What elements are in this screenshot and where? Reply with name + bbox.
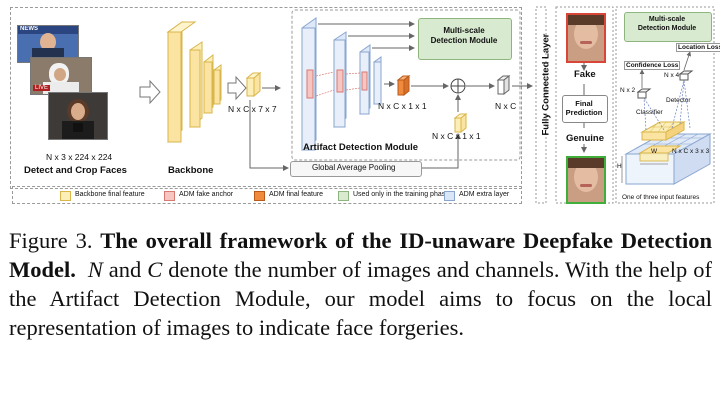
flow-arrow-1 xyxy=(139,79,161,105)
detector-label: Detector xyxy=(666,97,691,104)
caption-prefix: Figure 3. xyxy=(9,228,93,253)
detail-msdm-box xyxy=(624,12,712,42)
fused-feature xyxy=(496,74,511,96)
legend-item: Backbone final feature xyxy=(60,191,145,201)
legend-label: Used only in the training phase xyxy=(353,191,450,198)
classifier-label: Classifier xyxy=(636,109,663,116)
legend-item: ADM final feature xyxy=(254,191,324,201)
figure-caption: Figure 3. The overall framework of the I… xyxy=(9,226,712,342)
h-label: H xyxy=(617,163,622,170)
legend-label: ADM extra layer xyxy=(459,191,510,198)
n2-label: N x 2 xyxy=(620,87,636,94)
legend xyxy=(12,186,522,204)
final-prediction-label: Final Prediction xyxy=(565,99,603,117)
adm-layer-4 xyxy=(373,56,382,105)
n4-label: N x 4 xyxy=(664,72,680,79)
adm-layer-1 xyxy=(301,17,317,151)
fake-face-image xyxy=(566,13,606,63)
c33-label: N x C x 3 x 3 xyxy=(672,148,710,155)
legend-label: Backbone final feature xyxy=(75,191,145,198)
backbone-final-feature xyxy=(245,71,262,98)
backbone-dims: N x C x 7 x 7 xyxy=(228,104,277,114)
legend-swatch xyxy=(338,191,349,201)
n2-cube xyxy=(636,88,652,99)
architecture-diagram xyxy=(139,6,715,204)
legend-label: ADM final feature xyxy=(269,191,324,198)
adm-layer-2 xyxy=(333,31,347,128)
adm-out-dims: N x C x 1 x 1 xyxy=(378,101,427,111)
caption-n: N xyxy=(87,257,103,282)
gap-label: Global Average Pooling xyxy=(312,163,396,172)
gap-out-dims: N x C x 1 x 1 xyxy=(432,131,481,141)
adm-final-feature xyxy=(396,74,411,97)
caption-rest: denote the number of images and channels… xyxy=(9,257,712,340)
genuine-face-image xyxy=(566,156,606,204)
n4-cube xyxy=(678,70,694,81)
fake-label: Fake xyxy=(574,69,596,80)
source-frame-3 xyxy=(48,92,108,140)
flow-arrow-2 xyxy=(227,75,247,101)
legend-swatch xyxy=(444,191,455,201)
gap-feature xyxy=(453,112,468,134)
pipeline-panel xyxy=(10,7,522,189)
legend-swatch xyxy=(254,191,265,201)
framework-figure: NEWS LIVE N x 3 x 224 x 224 Detect and C… xyxy=(10,6,720,204)
caption-and: and xyxy=(102,257,148,282)
fc-label: Fully Connected Layer xyxy=(540,33,552,136)
confidence-loss-label: Confidence Loss xyxy=(624,61,681,70)
detect-crop-label: Detect and Crop Faces xyxy=(24,165,127,176)
anchor-cube xyxy=(640,121,686,141)
legend-item: ADM fake anchor xyxy=(164,191,234,201)
legend-item: Used only in the training phase xyxy=(338,191,450,201)
legend-label: ADM fake anchor xyxy=(179,191,234,198)
adm-layer-3 xyxy=(359,44,371,115)
legend-swatch xyxy=(164,191,175,201)
backbone-stack xyxy=(166,21,222,144)
caption-c: C xyxy=(147,257,163,282)
genuine-label: Genuine xyxy=(566,133,605,144)
legend-item: ADM extra layer xyxy=(444,191,510,201)
adm-box xyxy=(291,9,521,161)
gap-box xyxy=(290,161,422,177)
legend-swatch xyxy=(60,191,71,201)
msdm-label: Multi-scale Detection Module xyxy=(430,26,498,45)
thumb2-banner: LIVE xyxy=(33,85,51,91)
adm-label: Artifact Detection Module xyxy=(303,142,419,153)
detail-title: Multi-scale Detection Module xyxy=(637,16,697,32)
final-prediction-box xyxy=(562,95,608,123)
input-feature-grid xyxy=(624,133,712,185)
msdm-box xyxy=(418,18,512,60)
input-dims-label: N x 3 x 224 x 224 xyxy=(46,152,113,162)
thumb1-banner: NEWS xyxy=(20,26,38,32)
w-label: W xyxy=(651,148,658,155)
location-loss-label: Location Loss xyxy=(676,43,720,52)
caption-bold: The overall framework of the ID-unaware … xyxy=(9,228,713,282)
backbone-label: Backbone xyxy=(168,165,214,176)
detail-footer: One of three input features xyxy=(622,194,700,201)
fused-dims: N x C xyxy=(495,101,517,111)
